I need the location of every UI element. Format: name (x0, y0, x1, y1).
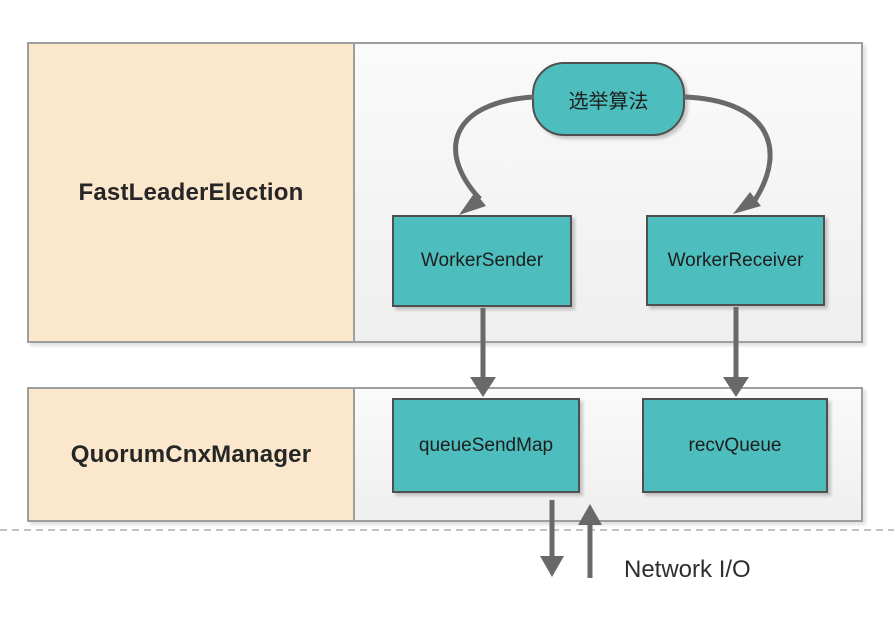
node-recv-queue: recvQueue (642, 398, 828, 493)
node-queue-send-map: queueSendMap (392, 398, 580, 493)
quorum-cnx-manager-title: QuorumCnxManager (70, 440, 312, 468)
edge-queue-send-map-to-network-arrowhead (540, 556, 564, 577)
node-worker-receiver: WorkerReceiver (646, 215, 825, 306)
network-io-label: Network I/O (624, 556, 751, 583)
node-recv-queue-label: recvQueue (688, 434, 782, 456)
node-queue-send-map-label: queueSendMap (418, 434, 554, 456)
node-worker-sender: WorkerSender (392, 215, 572, 307)
node-election-algorithm: 选举算法 (532, 62, 685, 136)
quorum-cnx-manager-label-cell: QuorumCnxManager (29, 389, 355, 520)
fast-leader-election-label-cell: FastLeaderElection (29, 44, 355, 341)
node-election-algorithm-label: 选举算法 (568, 90, 649, 113)
fast-leader-election-title: FastLeaderElection (78, 178, 304, 206)
node-worker-receiver-label: WorkerReceiver (667, 249, 804, 271)
node-worker-sender-label: WorkerSender (420, 250, 544, 271)
